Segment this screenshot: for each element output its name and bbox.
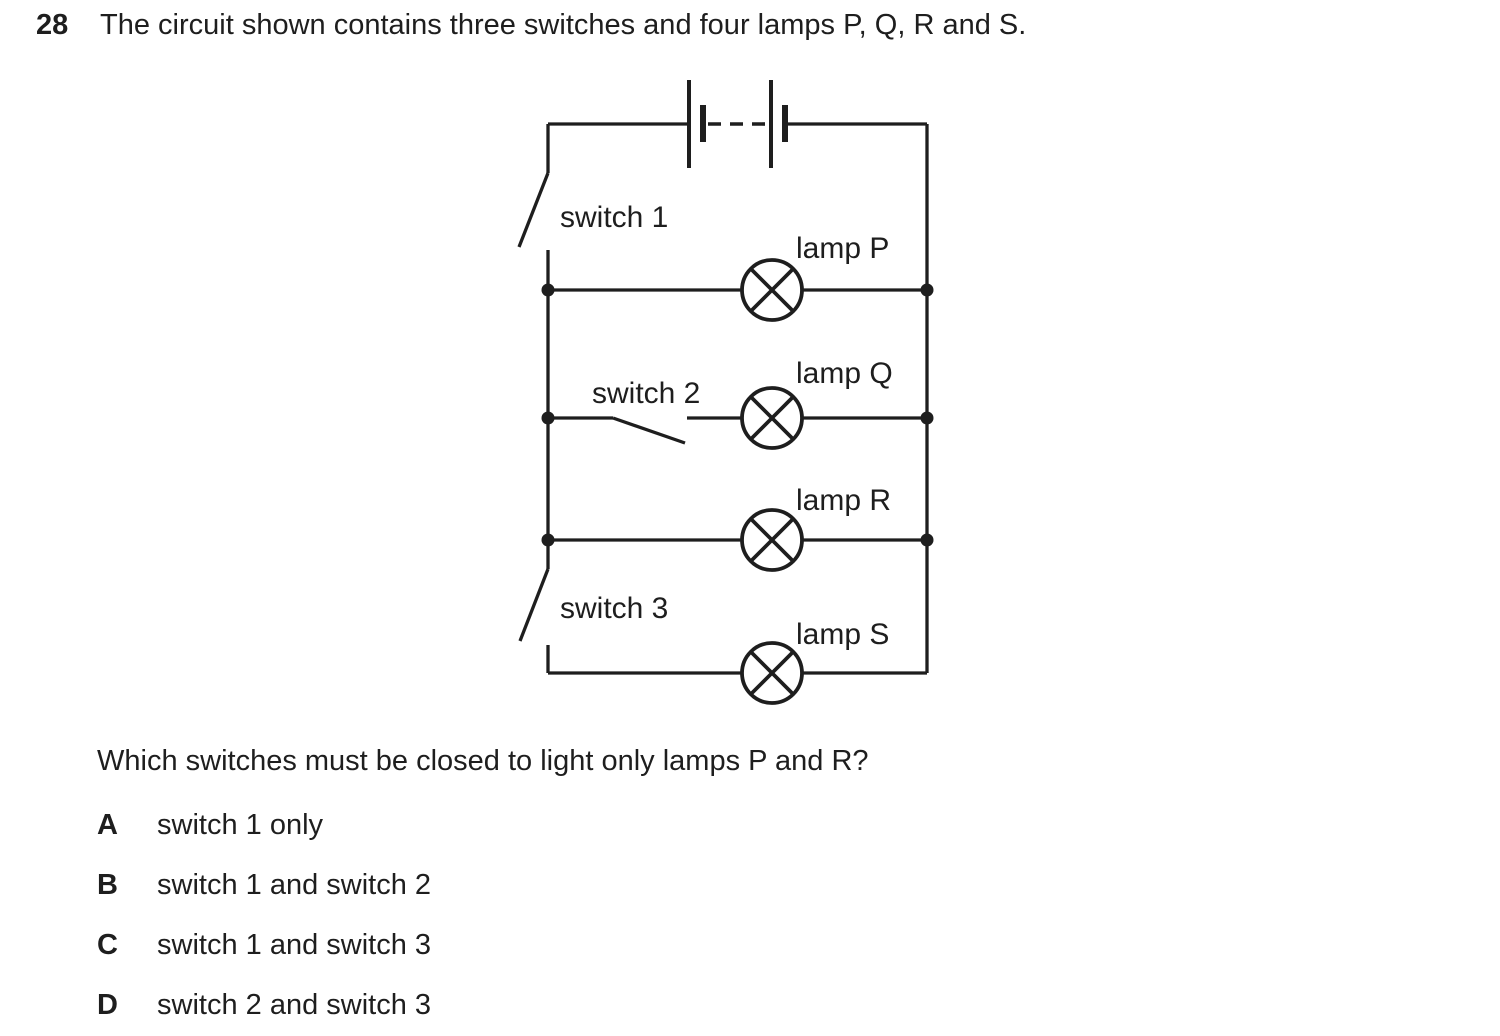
option-b-text: switch 1 and switch 2 bbox=[157, 869, 432, 901]
question-number: 28 bbox=[36, 9, 69, 41]
option-d-letter: D bbox=[97, 989, 118, 1021]
lamp-q-icon bbox=[740, 386, 804, 450]
switch-3-blade bbox=[518, 568, 550, 642]
option-b-letter: B bbox=[97, 869, 118, 901]
question-text: Which switches must be closed to light o… bbox=[97, 745, 869, 777]
junction-dots bbox=[541, 283, 934, 547]
question-intro-text: The circuit shown contains three switche… bbox=[100, 9, 1027, 41]
lamp-p-icon bbox=[740, 258, 804, 322]
lamp-s-label: lamp S bbox=[796, 618, 889, 651]
circuit-diagram: switch 1 switch 2 switch 3 lamp P lamp Q… bbox=[517, 80, 934, 705]
option-a-text: switch 1 only bbox=[157, 809, 324, 841]
lamp-r-icon bbox=[740, 508, 804, 572]
lamp-q-label: lamp Q bbox=[796, 357, 893, 390]
option-d-text: switch 2 and switch 3 bbox=[157, 989, 432, 1021]
circuit-wires bbox=[546, 122, 929, 675]
switch-2-blade bbox=[612, 416, 686, 445]
lamp-p-label: lamp P bbox=[796, 232, 889, 265]
battery-icon bbox=[687, 80, 788, 168]
option-c-letter: C bbox=[97, 929, 118, 961]
switch-1-blade bbox=[517, 172, 550, 248]
switch-2-label: switch 2 bbox=[592, 377, 700, 410]
switch-1-label: switch 1 bbox=[560, 201, 668, 234]
option-a-letter: A bbox=[97, 809, 118, 841]
switch-3-label: switch 3 bbox=[560, 592, 668, 625]
lamp-r-label: lamp R bbox=[796, 484, 891, 517]
lamp-s-icon bbox=[740, 641, 804, 705]
option-c-text: switch 1 and switch 3 bbox=[157, 929, 432, 961]
